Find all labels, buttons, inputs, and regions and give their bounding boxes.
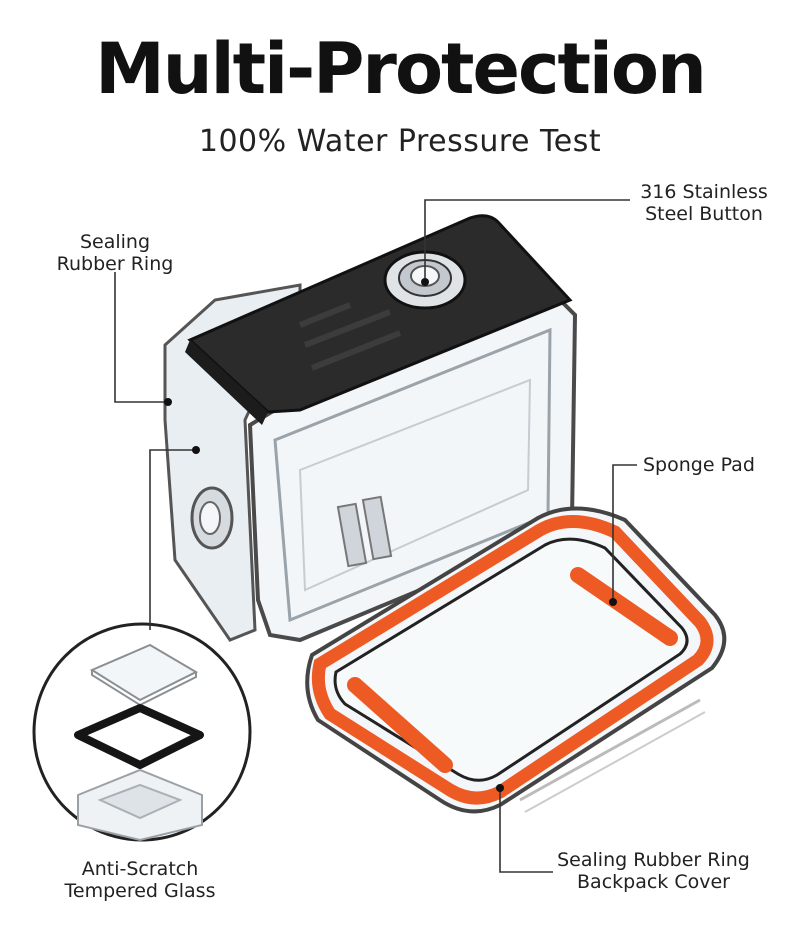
- leader-lines: [114, 199, 637, 873]
- callout-text: Rubber Ring: [56, 253, 174, 275]
- tempered-glass-inset: [32, 622, 252, 842]
- page-title: Multi-Protection: [95, 28, 707, 110]
- callout-sponge-pad: Sponge Pad: [643, 454, 755, 476]
- callout-text: Tempered Glass: [64, 880, 216, 902]
- callout-backpack-cover: Sealing Rubber Ring Backpack Cover: [556, 849, 751, 893]
- callout-text: 316 Stainless: [640, 181, 768, 203]
- sponge-pad-left: [347, 677, 453, 773]
- callout-text: Anti-Scratch: [81, 858, 199, 880]
- callout-tempered-glass: Anti-Scratch Tempered Glass: [60, 858, 220, 902]
- callout-text: Sealing: [79, 231, 151, 253]
- housing-top-cap: [185, 214, 573, 425]
- callout-text: Backpack Cover: [577, 871, 730, 893]
- sponge-pad-right: [570, 567, 678, 646]
- callout-sealing-ring: Sealing Rubber Ring: [55, 231, 175, 275]
- callout-text: Steel Button: [645, 203, 763, 225]
- page-subtitle: 100% Water Pressure Test: [198, 124, 602, 159]
- leader-dots: [164, 278, 617, 792]
- backpack-cover: [305, 506, 727, 814]
- callout-text: Sealing Rubber Ring: [557, 849, 750, 871]
- callout-steel-button: 316 Stainless Steel Button: [634, 181, 774, 225]
- callout-text: Sponge Pad: [643, 454, 755, 476]
